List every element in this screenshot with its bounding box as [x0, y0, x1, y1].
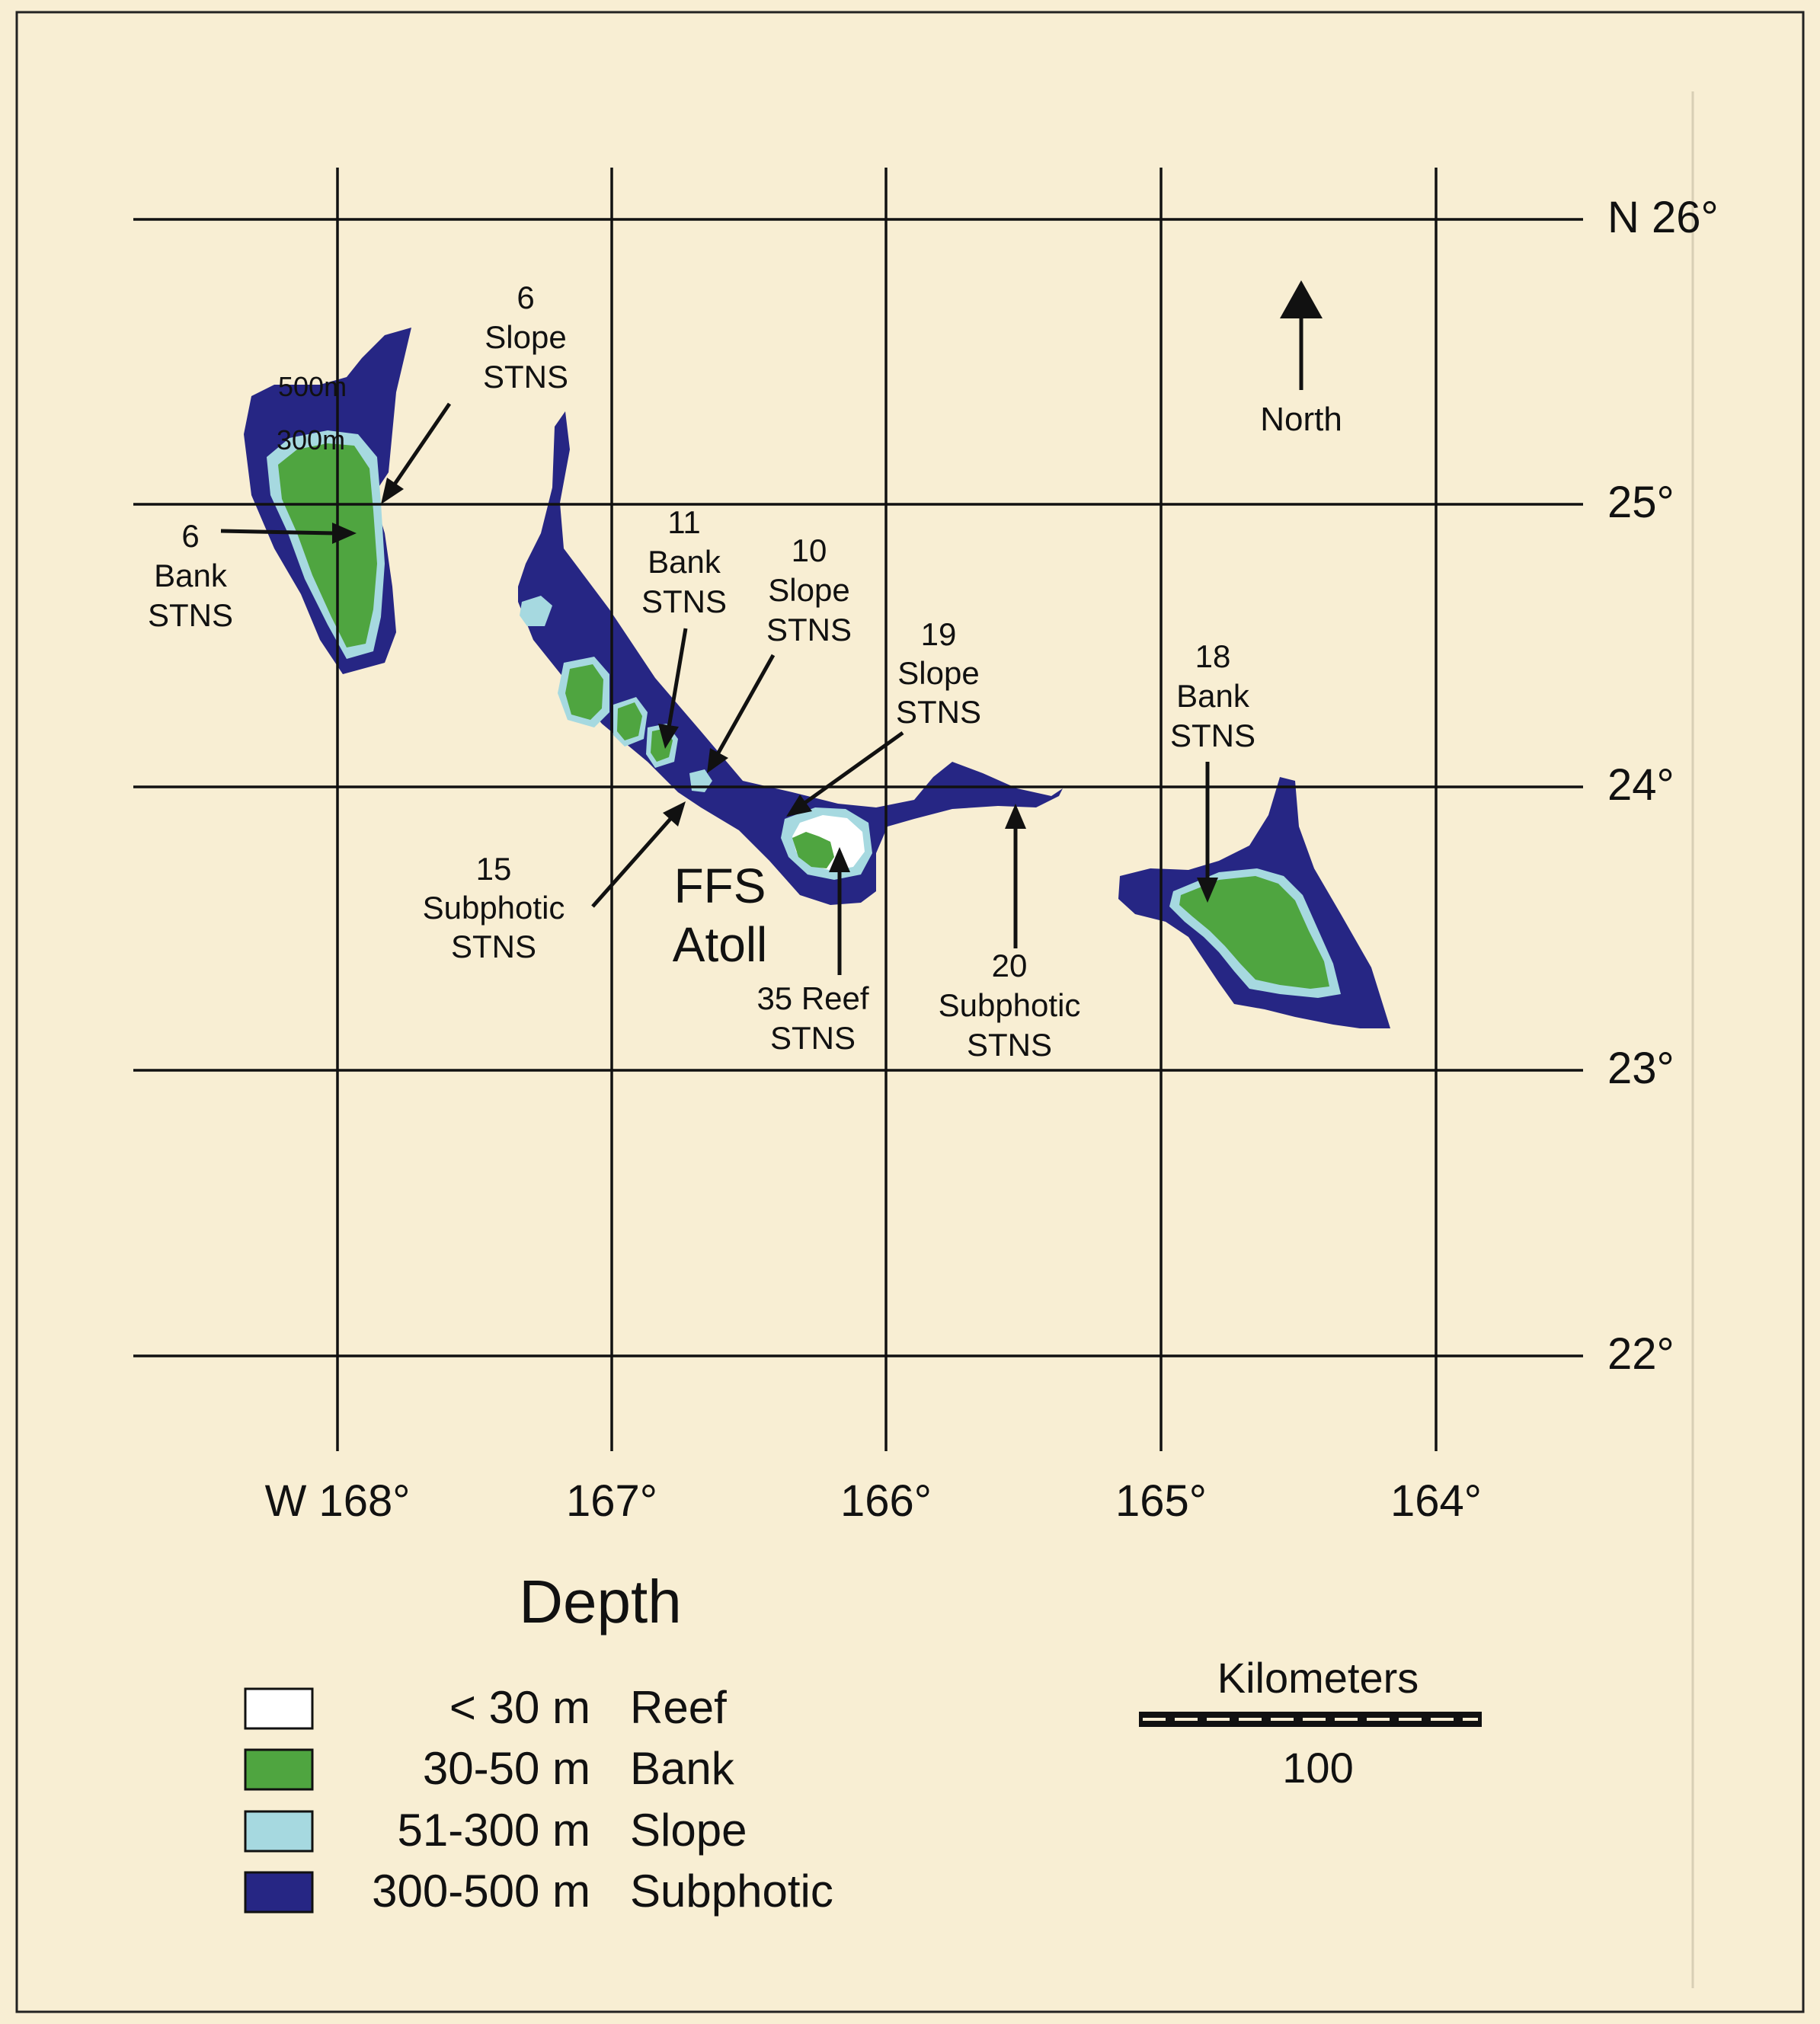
station-label-line: STNS: [483, 359, 568, 395]
arrow-subphotic-20: [1005, 804, 1026, 948]
legend-swatch-bank: [244, 1748, 314, 1791]
legend-swatch-reef: [244, 1687, 314, 1730]
contour-label-300m: 300m: [277, 424, 345, 456]
station-label-subphotic-15: 15 Subphotic STNS: [423, 851, 565, 964]
station-label-line: Subphotic: [423, 890, 565, 926]
lat-label-26: N 26°: [1607, 193, 1719, 242]
lon-label-167: 167°: [566, 1476, 657, 1526]
legend-range-reef: < 30 m: [449, 1682, 590, 1733]
lon-label-165: 165°: [1115, 1476, 1207, 1526]
north-arrow: North: [1260, 280, 1342, 438]
station-label-line: Slope: [485, 319, 566, 355]
island-chain-bank-c: [617, 702, 642, 740]
legend-range-bank: 30-50 m: [423, 1743, 590, 1794]
arrow-slope-19: [786, 731, 904, 817]
island-west-bank-bank: [278, 443, 377, 647]
north-label: North: [1260, 401, 1342, 438]
station-label-reef-35: 35 Reef STNS: [756, 980, 868, 1056]
lat-label-25: 25°: [1607, 478, 1674, 527]
station-label-subphotic-20: 20 Subphotic STNS: [939, 948, 1081, 1063]
station-pointer-arrows: [220, 402, 1218, 975]
station-label-line: STNS: [896, 694, 981, 730]
lat-label-22: 22°: [1607, 1329, 1674, 1379]
island-chain-slope-a: [520, 596, 552, 626]
arrow-bank-11: [658, 628, 688, 749]
legend-zone-bank: Bank: [630, 1743, 735, 1794]
station-label-bank-11: 11 Bank STNS: [641, 504, 727, 619]
station-label-line: Slope: [897, 655, 979, 691]
station-label-line: STNS: [148, 597, 233, 633]
station-label-slope-19: 19 Slope STNS: [896, 616, 981, 730]
scale-bar-value: 100: [1282, 1744, 1353, 1792]
island-ffs-atoll-bank: [792, 832, 834, 868]
island-chain-subphotic: [518, 411, 1063, 905]
legend-swatch-slope: [244, 1810, 314, 1853]
legend-swatch-subphotic: [244, 1871, 314, 1914]
lon-label-168: W 168°: [265, 1476, 411, 1526]
legend-zone-reef: Reef: [630, 1682, 727, 1733]
arrow-subphotic-15: [591, 801, 686, 908]
station-label-line: 6: [517, 280, 534, 315]
map-frame: [15, 11, 1805, 2013]
station-label-bank-18: 18 Bank STNS: [1170, 638, 1255, 753]
station-label-line: 6: [181, 518, 199, 554]
station-label-line: STNS: [967, 1027, 1052, 1063]
station-label-line: 35 Reef: [756, 980, 868, 1016]
station-label-line: Bank: [1176, 678, 1250, 714]
legend-range-slope: 51-300 m: [398, 1805, 590, 1856]
legend-range-subphotic: 300-500 m: [372, 1866, 590, 1917]
station-label-slope-10: 10 Slope STNS: [766, 532, 852, 647]
arrow-bank-6: [220, 523, 357, 544]
atoll-name-line-1: FFS: [674, 859, 766, 913]
lon-label-164: 164°: [1390, 1476, 1482, 1526]
arrow-slope-10: [707, 654, 776, 773]
lon-label-166: 166°: [840, 1476, 932, 1526]
station-label-line: 10: [792, 532, 827, 568]
island-east-bank-bank: [1179, 876, 1329, 989]
station-label-line: STNS: [451, 929, 536, 964]
island-east-bank: [1118, 777, 1390, 1028]
station-label-line: Slope: [768, 572, 849, 608]
arrow-slope-6: [381, 402, 452, 504]
legend-zone-subphotic: Subphotic: [630, 1866, 833, 1917]
station-label-line: 20: [992, 948, 1028, 983]
legend-zone-slope: Slope: [630, 1805, 747, 1856]
scale-bar: Kilometers 100: [1139, 1654, 1482, 1792]
station-label-line: 15: [476, 851, 512, 887]
station-label-slope-6: 6 Slope STNS: [483, 280, 568, 395]
island-west-bank: [244, 328, 411, 674]
station-label-line: STNS: [766, 612, 852, 647]
arrow-reef-35: [829, 847, 850, 975]
scale-bar-title: Kilometers: [1217, 1654, 1419, 1702]
station-label-line: STNS: [641, 584, 727, 619]
station-label-bank-6: 6 Bank STNS: [148, 518, 233, 633]
contour-label-500m: 500m: [278, 371, 347, 402]
arrow-bank-18: [1197, 762, 1218, 903]
station-label-line: 11: [667, 504, 701, 540]
lat-lon-grid: [133, 168, 1583, 1451]
lat-label-24: 24°: [1607, 760, 1674, 810]
station-label-line: Bank: [648, 544, 721, 580]
station-label-line: Bank: [154, 558, 228, 593]
island-chain-bank-b: [565, 664, 603, 720]
station-label-line: Subphotic: [939, 987, 1081, 1023]
atoll-name-line-2: Atoll: [673, 917, 768, 972]
depth-legend: Depth < 30 m Reef 30-50 m Bank 51-300 m …: [244, 1568, 833, 1917]
lat-label-23: 23°: [1607, 1044, 1674, 1093]
station-label-line: 18: [1195, 638, 1231, 674]
legend-title: Depth: [519, 1568, 681, 1636]
north-arrow-icon: [1280, 280, 1323, 318]
station-label-line: STNS: [770, 1020, 856, 1056]
station-label-line: 19: [921, 616, 957, 652]
station-label-line: STNS: [1170, 718, 1255, 753]
